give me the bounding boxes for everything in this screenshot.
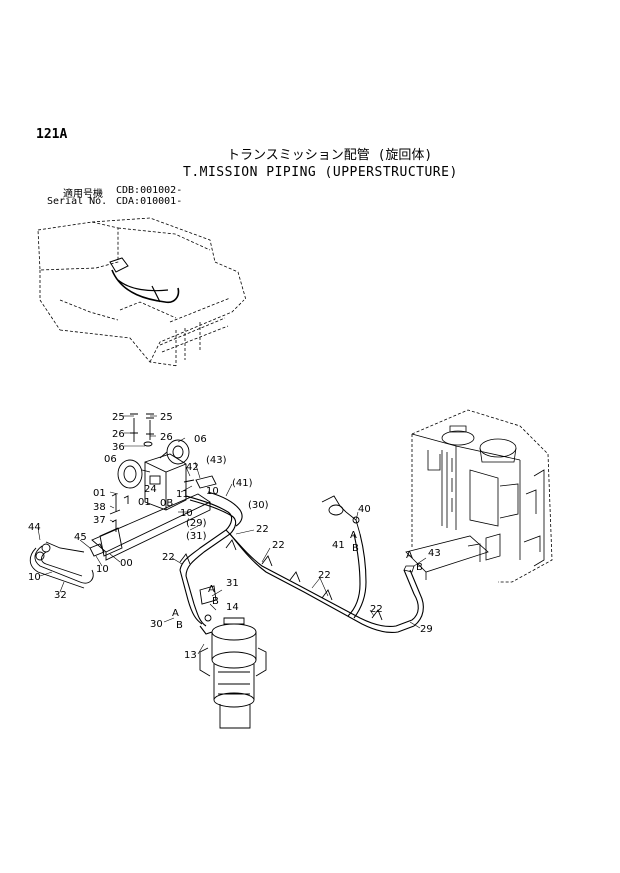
callout-40: 40 bbox=[358, 504, 371, 515]
callout-43a: (43) bbox=[206, 455, 227, 466]
callout-30b: 30 bbox=[150, 619, 163, 630]
callout-06a: 06 bbox=[104, 454, 117, 465]
callout-06b: 06 bbox=[194, 434, 207, 445]
callout-0b: 0B bbox=[160, 498, 173, 509]
callout-30a: (30) bbox=[248, 500, 269, 511]
callout-a-2: A bbox=[406, 550, 413, 561]
swing-center-joint bbox=[199, 617, 267, 729]
callout-29b: 29 bbox=[420, 624, 433, 635]
callout-b-1: B bbox=[352, 543, 359, 554]
callout-b-4: B bbox=[176, 620, 183, 631]
callout-22c: 22 bbox=[162, 552, 175, 563]
serial-label-2: Serial No. bbox=[47, 196, 108, 207]
callout-a-1: A bbox=[350, 530, 357, 541]
callout-10d: 10 bbox=[96, 564, 109, 575]
hose-clamps bbox=[179, 539, 383, 621]
callout-01a: 01 bbox=[93, 488, 106, 499]
callout-26a: 26 bbox=[112, 429, 125, 440]
callout-a-3: A bbox=[208, 584, 215, 595]
callout-36: 36 bbox=[112, 442, 125, 453]
callout-01b: 01 bbox=[138, 497, 151, 508]
callout-32: 32 bbox=[54, 590, 67, 601]
callout-41b: 41 bbox=[332, 540, 345, 551]
callout-24: 24 bbox=[144, 484, 157, 495]
callout-leaders bbox=[37, 415, 427, 655]
callout-31a: (31) bbox=[186, 531, 207, 542]
callout-a-4: A bbox=[172, 608, 179, 619]
title-japanese: トランスミッション配管 (旋回体) bbox=[227, 148, 433, 163]
title-english: T.MISSION PIPING (UPPERSTRUCTURE) bbox=[183, 165, 458, 180]
callout-25b: 25 bbox=[160, 412, 173, 423]
callout-13: 13 bbox=[184, 650, 197, 661]
callout-22a: 22 bbox=[256, 524, 269, 535]
pipe-fitting bbox=[199, 495, 361, 622]
callout-14: 14 bbox=[226, 602, 239, 613]
callout-b-2: B bbox=[416, 562, 423, 573]
callout-10c: 10 bbox=[28, 572, 41, 583]
serial-label-1: 適用号機 bbox=[63, 189, 103, 200]
callout-11: 11 bbox=[176, 489, 189, 500]
callout-37: 37 bbox=[93, 515, 106, 526]
callout-26b: 26 bbox=[160, 432, 173, 443]
callout-10b: 10 bbox=[180, 508, 193, 519]
callout-29a: (29) bbox=[186, 518, 207, 529]
callout-b-3: B bbox=[212, 596, 219, 607]
callout-22b: 22 bbox=[272, 540, 285, 551]
callout-43b: 43 bbox=[428, 548, 441, 559]
solenoid-valve-block bbox=[117, 413, 217, 511]
callout-labels: 25 25 26 26 36 06 06 (43) 42 (41) 11 24 … bbox=[28, 412, 441, 661]
callout-22e: 22 bbox=[370, 604, 383, 615]
callout-22d: 22 bbox=[318, 570, 331, 581]
serial-code-1: CDB:001002- bbox=[116, 185, 183, 196]
callout-44: 44 bbox=[28, 522, 41, 533]
callout-42: 42 bbox=[186, 462, 199, 473]
callout-38: 38 bbox=[93, 502, 106, 513]
callout-41a: (41) bbox=[232, 478, 253, 489]
transmission-tank-assembly bbox=[405, 409, 553, 583]
machine-overview-illustration bbox=[37, 217, 247, 367]
page-number: 121A bbox=[36, 127, 68, 142]
callout-31b: 31 bbox=[226, 578, 239, 589]
callout-25a: 25 bbox=[112, 412, 125, 423]
callout-00: 00 bbox=[120, 558, 133, 569]
callout-10a: 10 bbox=[206, 486, 219, 497]
callout-45: 45 bbox=[74, 532, 87, 543]
serial-code-2: CDA:010001- bbox=[116, 196, 183, 207]
hose-routing bbox=[179, 491, 424, 635]
